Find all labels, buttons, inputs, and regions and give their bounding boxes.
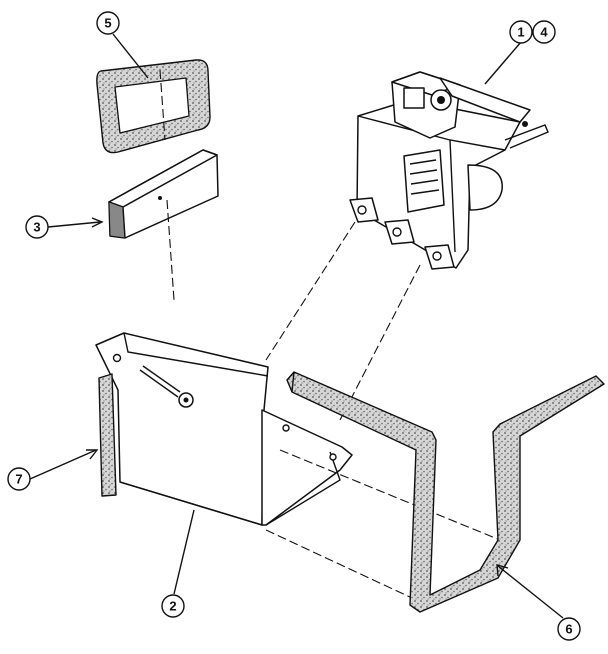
- foam-block-part: [108, 149, 219, 239]
- svg-text:1: 1: [517, 25, 524, 40]
- mounting-bracket-part: [95, 332, 353, 526]
- callout-1: 1: [509, 20, 533, 44]
- svg-text:3: 3: [33, 220, 40, 235]
- svg-text:4: 4: [540, 25, 548, 40]
- side-gasket-part: [98, 373, 117, 497]
- callout-5: 5: [96, 11, 120, 35]
- callout-6: 6: [557, 617, 581, 641]
- callout-2: 2: [161, 594, 185, 618]
- callout-7: 7: [7, 467, 31, 491]
- callout-3: 3: [25, 215, 49, 239]
- svg-text:7: 7: [15, 472, 22, 487]
- svg-text:2: 2: [169, 599, 176, 614]
- long-gasket-part: [286, 371, 605, 613]
- foam-gasket-part: [96, 59, 211, 154]
- motor-assembly-part: [349, 71, 549, 270]
- callout-4: 4: [532, 20, 556, 44]
- svg-text:6: 6: [565, 622, 572, 637]
- svg-text:5: 5: [104, 16, 111, 31]
